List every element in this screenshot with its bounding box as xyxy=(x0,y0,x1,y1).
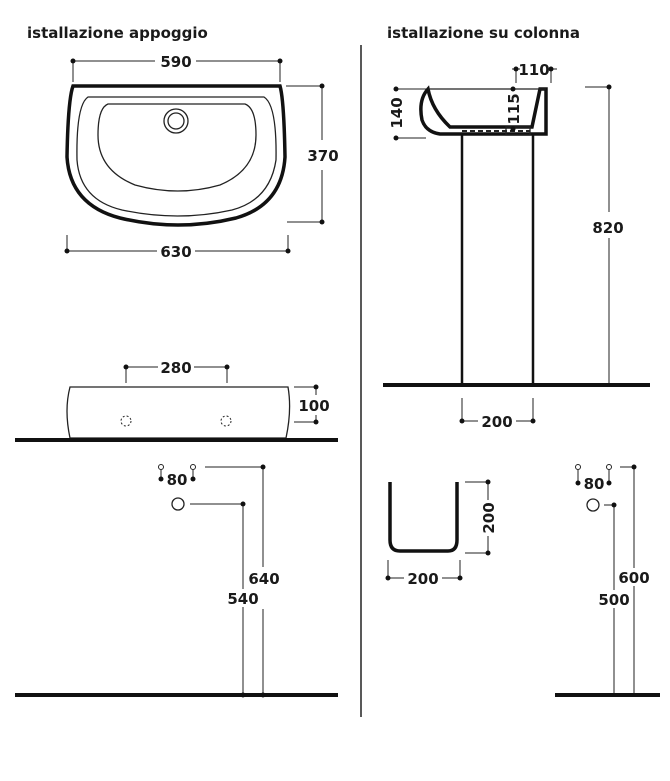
dim-label: 370 xyxy=(307,147,338,165)
tap-icon xyxy=(575,464,581,470)
dim-label: 100 xyxy=(298,397,329,415)
drain-outlet-icon xyxy=(171,497,185,511)
tap-icon xyxy=(190,464,196,470)
dim-label: 820 xyxy=(592,219,623,237)
pedestal-section: 200 200 xyxy=(385,479,498,588)
dimension-200-pedestal: 200 xyxy=(459,398,536,431)
wall-view-right: 80 600 500 xyxy=(555,464,660,697)
dim-label: 115 xyxy=(505,93,523,124)
dimension-280: 280 xyxy=(123,359,230,383)
drain-outlet-icon xyxy=(586,498,600,512)
tap-icon xyxy=(158,464,164,470)
fixing-hole-icon xyxy=(120,415,132,427)
dimension-630: 630 xyxy=(64,235,291,261)
dim-label: 640 xyxy=(248,570,279,588)
top-view-basin xyxy=(65,84,287,227)
side-view-pedestal xyxy=(383,85,650,387)
dimension-115: 115 xyxy=(505,86,523,132)
wall-view-left: 80 640 540 xyxy=(15,464,338,698)
dim-label: 110 xyxy=(518,61,549,79)
dim-label: 280 xyxy=(160,359,191,377)
dimension-820: 820 xyxy=(585,84,624,383)
dimension-110: 110 xyxy=(512,61,557,83)
dimension-140: 140 xyxy=(388,86,426,141)
dimension-370: 370 xyxy=(286,83,339,225)
tap-icon xyxy=(606,464,612,470)
dim-label: 200 xyxy=(480,502,498,533)
dimension-100: 100 xyxy=(294,384,330,425)
front-view-basin xyxy=(15,386,338,442)
dim-label: 630 xyxy=(160,243,191,261)
dim-label: 200 xyxy=(481,413,512,431)
dim-label: 500 xyxy=(598,591,629,609)
dim-label: 80 xyxy=(167,471,188,489)
dim-label: 80 xyxy=(584,475,605,493)
dim-label: 590 xyxy=(160,53,191,71)
dim-label: 540 xyxy=(227,590,258,608)
dim-label: 200 xyxy=(407,570,438,588)
fixing-hole-icon xyxy=(220,415,232,427)
dim-label: 600 xyxy=(618,569,649,587)
drain-icon xyxy=(163,108,189,134)
title-pedestal: istallazione su colonna xyxy=(387,24,580,42)
title-wall-mounted: istallazione appoggio xyxy=(27,24,208,42)
dimension-590: 590 xyxy=(70,53,283,82)
dim-label: 140 xyxy=(388,97,406,128)
